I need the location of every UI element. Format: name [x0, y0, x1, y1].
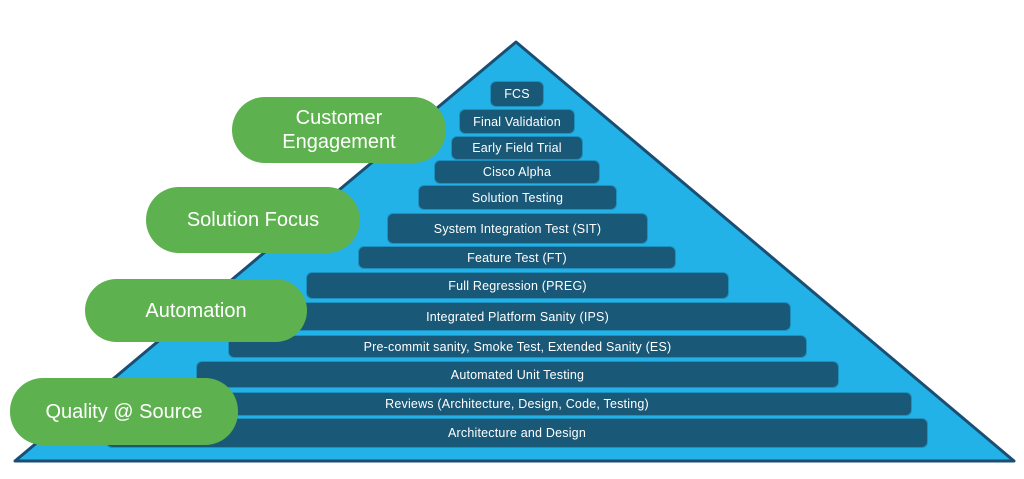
pyramid-level-label: Full Regression (PREG): [448, 278, 587, 293]
pyramid-level: Integrated Platform Sanity (IPS): [245, 303, 790, 330]
pyramid-level-label: Feature Test (FT): [467, 250, 567, 265]
pyramid-level-label: Automated Unit Testing: [450, 367, 585, 382]
pyramid-level-label: Cisco Alpha: [482, 165, 552, 179]
stage-label: Solution Focus: [186, 209, 320, 231]
stage-pill-quality-at-source: Quality @ Source: [10, 378, 238, 445]
pyramid-level: Reviews (Architecture, Design, Code, Tes…: [123, 393, 911, 415]
pyramid-level: Automated Unit Testing: [197, 362, 838, 387]
pyramid-level: Pre-commit sanity, Smoke Test, Extended …: [229, 336, 806, 357]
pyramid-level-label: Pre-commit sanity, Smoke Test, Extended …: [363, 339, 672, 354]
pyramid-level: Early Field Trial: [452, 137, 582, 159]
pyramid-level-label: Solution Testing: [471, 190, 564, 205]
stage-label: Customer Engagement: [282, 107, 396, 153]
pyramid-level: Final Validation: [460, 110, 574, 133]
pyramid-level-label: Final Validation: [473, 114, 561, 129]
stage-pill-automation: Automation: [85, 279, 307, 342]
pyramid-level-label: FCS: [504, 87, 530, 101]
stage-label: Automation: [145, 299, 247, 322]
pyramid-level: Full Regression (PREG): [307, 273, 728, 298]
pyramid-level-label: Integrated Platform Sanity (IPS): [426, 309, 609, 324]
stage-label: Quality @ Source: [45, 400, 203, 423]
pyramid-level-label: Reviews (Architecture, Design, Code, Tes…: [385, 397, 649, 411]
pyramid-level: System Integration Test (SIT): [388, 214, 647, 243]
stage-pill-solution-focus: Solution Focus: [146, 187, 360, 253]
pyramid-level: Architecture and Design: [107, 419, 927, 447]
pyramid-level-label: Architecture and Design: [447, 426, 586, 440]
stage-pill-customer-engagement: Customer Engagement: [232, 97, 446, 163]
pyramid-level: FCS: [491, 82, 543, 106]
pyramid-level-label: System Integration Test (SIT): [433, 221, 602, 236]
pyramid-level: Cisco Alpha: [435, 161, 599, 183]
pyramid-level: Feature Test (FT): [359, 247, 675, 268]
pyramid-level: Solution Testing: [419, 186, 616, 209]
pyramid-level-label: Early Field Trial: [472, 141, 562, 155]
